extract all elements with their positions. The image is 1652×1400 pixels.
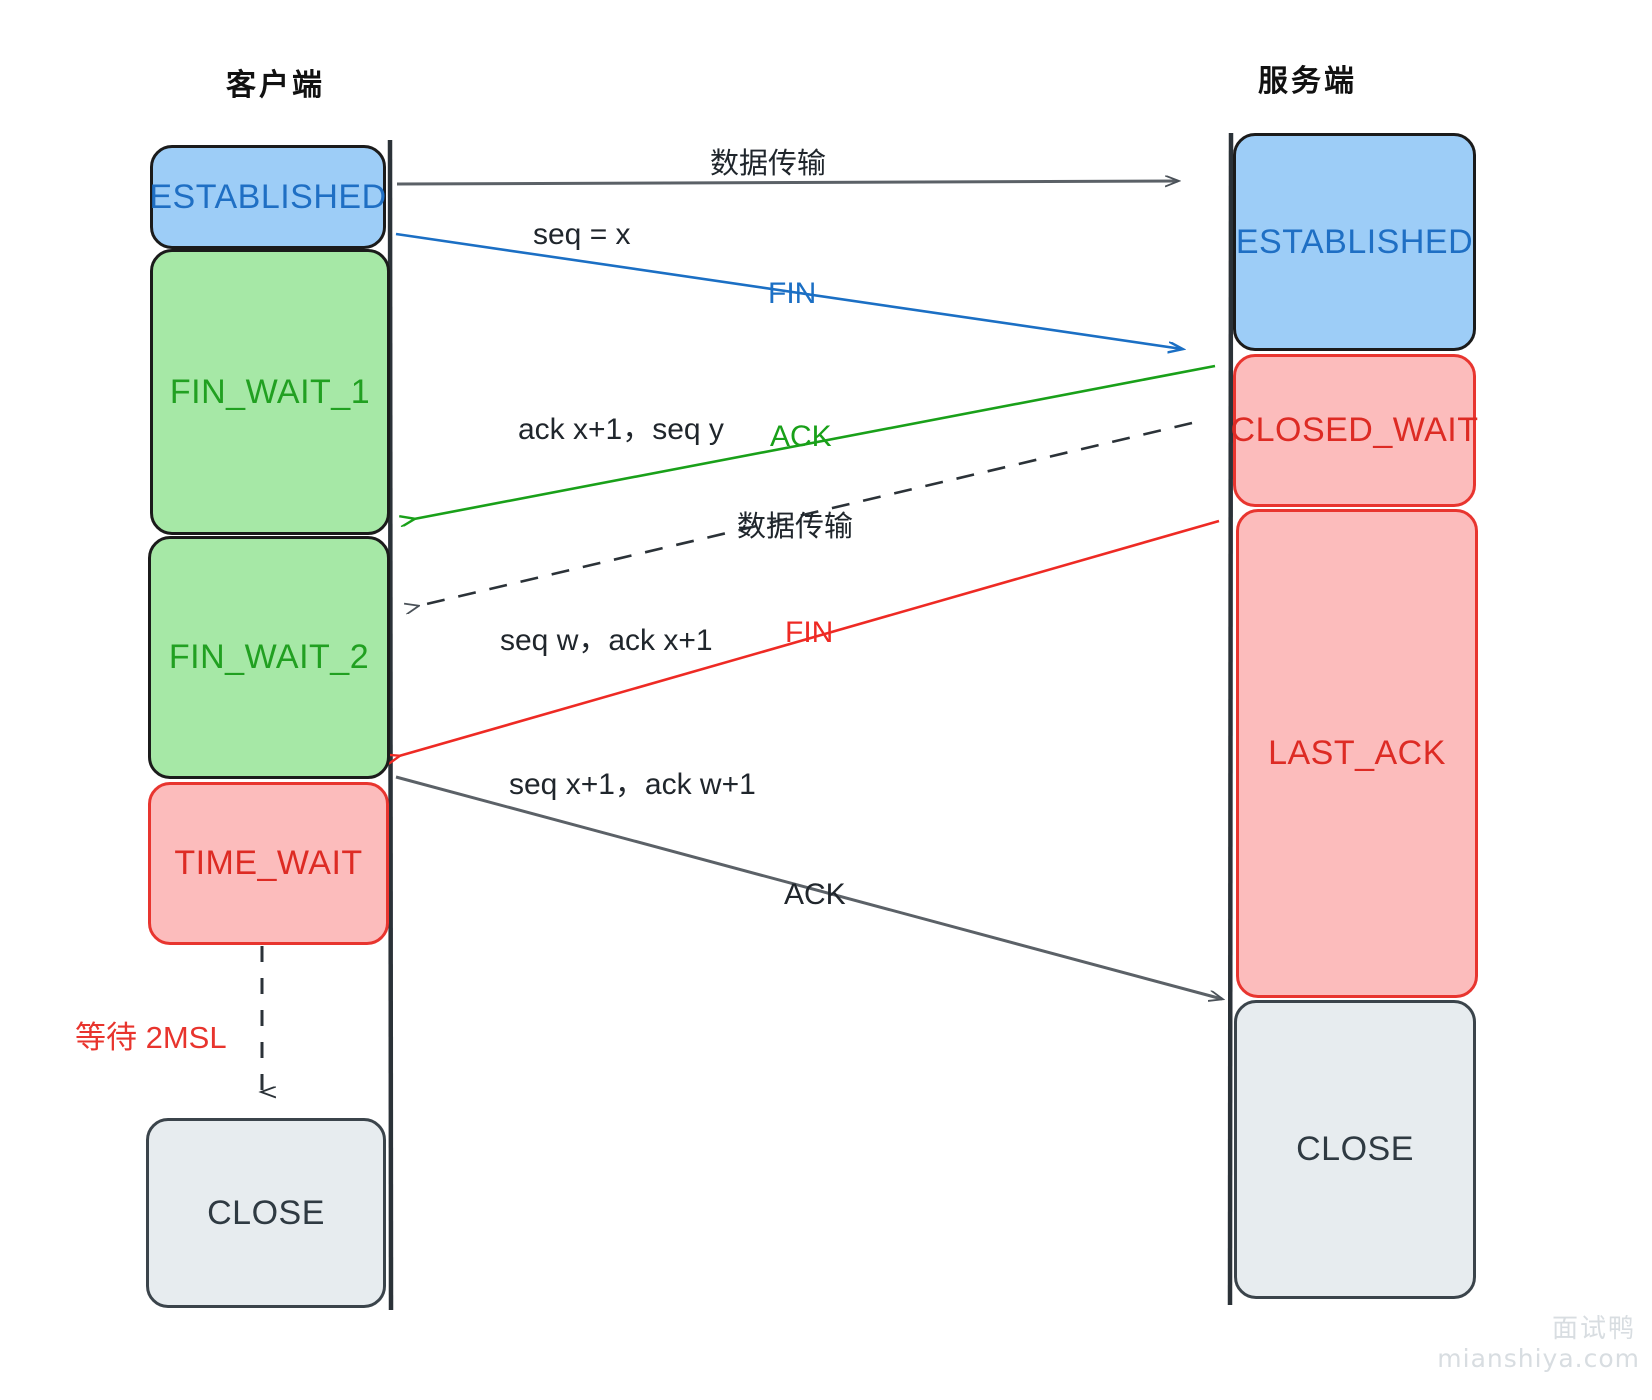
label-seq-x1-ack-w1: seq x+1，ack w+1 <box>509 768 756 801</box>
arrow-data-transfer-2 <box>418 421 1193 606</box>
label-wait-2msl: 等待 2MSL <box>75 1020 227 1055</box>
label-seq-x: seq = x <box>533 218 631 251</box>
label-ack-x1-seq-y: ack x+1，seq y <box>518 413 724 446</box>
tag-fin-1: FIN <box>768 277 817 310</box>
label-seq-w-ack-x1: seq w，ack x+1 <box>500 624 713 657</box>
server-state-established[interactable]: ESTABLISHED <box>1233 133 1476 351</box>
tag-fin-2: FIN <box>785 616 834 649</box>
arrow-ack-server-to-client <box>414 364 1216 519</box>
server-lifeline <box>1227 132 1234 1306</box>
watermark-brand: 面试鸭 <box>1551 1314 1636 1344</box>
arrow-fin-client-to-server <box>395 232 1182 349</box>
label-data-transfer-2: 数据传输 <box>737 511 854 543</box>
label-data-transfer-1: 数据传输 <box>710 148 827 180</box>
arrow-data-transfer-1 <box>396 181 1178 184</box>
client-state-fin-wait-1[interactable]: FIN_WAIT_1 <box>150 249 390 535</box>
watermark-url: mianshiya.com <box>1437 1344 1640 1373</box>
client-state-close[interactable]: CLOSE <box>146 1118 386 1308</box>
server-title: 服务端 <box>1258 65 1357 98</box>
server-state-closed-wait[interactable]: CLOSED_WAIT <box>1231 354 1478 507</box>
client-state-time-wait[interactable]: TIME_WAIT <box>148 782 389 945</box>
server-state-last-ack[interactable]: LAST_ACK <box>1236 509 1478 998</box>
client-lifeline <box>387 139 394 1311</box>
client-title: 客户端 <box>226 69 325 102</box>
arrow-ack-client-to-server <box>395 775 1222 999</box>
tag-ack-2: ACK <box>784 878 846 911</box>
server-state-close[interactable]: CLOSE <box>1234 1000 1476 1299</box>
client-state-established[interactable]: ESTABLISHED <box>149 145 386 249</box>
arrow-fin-server-to-client <box>399 519 1220 756</box>
tag-ack-1: ACK <box>770 420 832 453</box>
client-state-fin-wait-2[interactable]: FIN_WAIT_2 <box>148 536 390 779</box>
